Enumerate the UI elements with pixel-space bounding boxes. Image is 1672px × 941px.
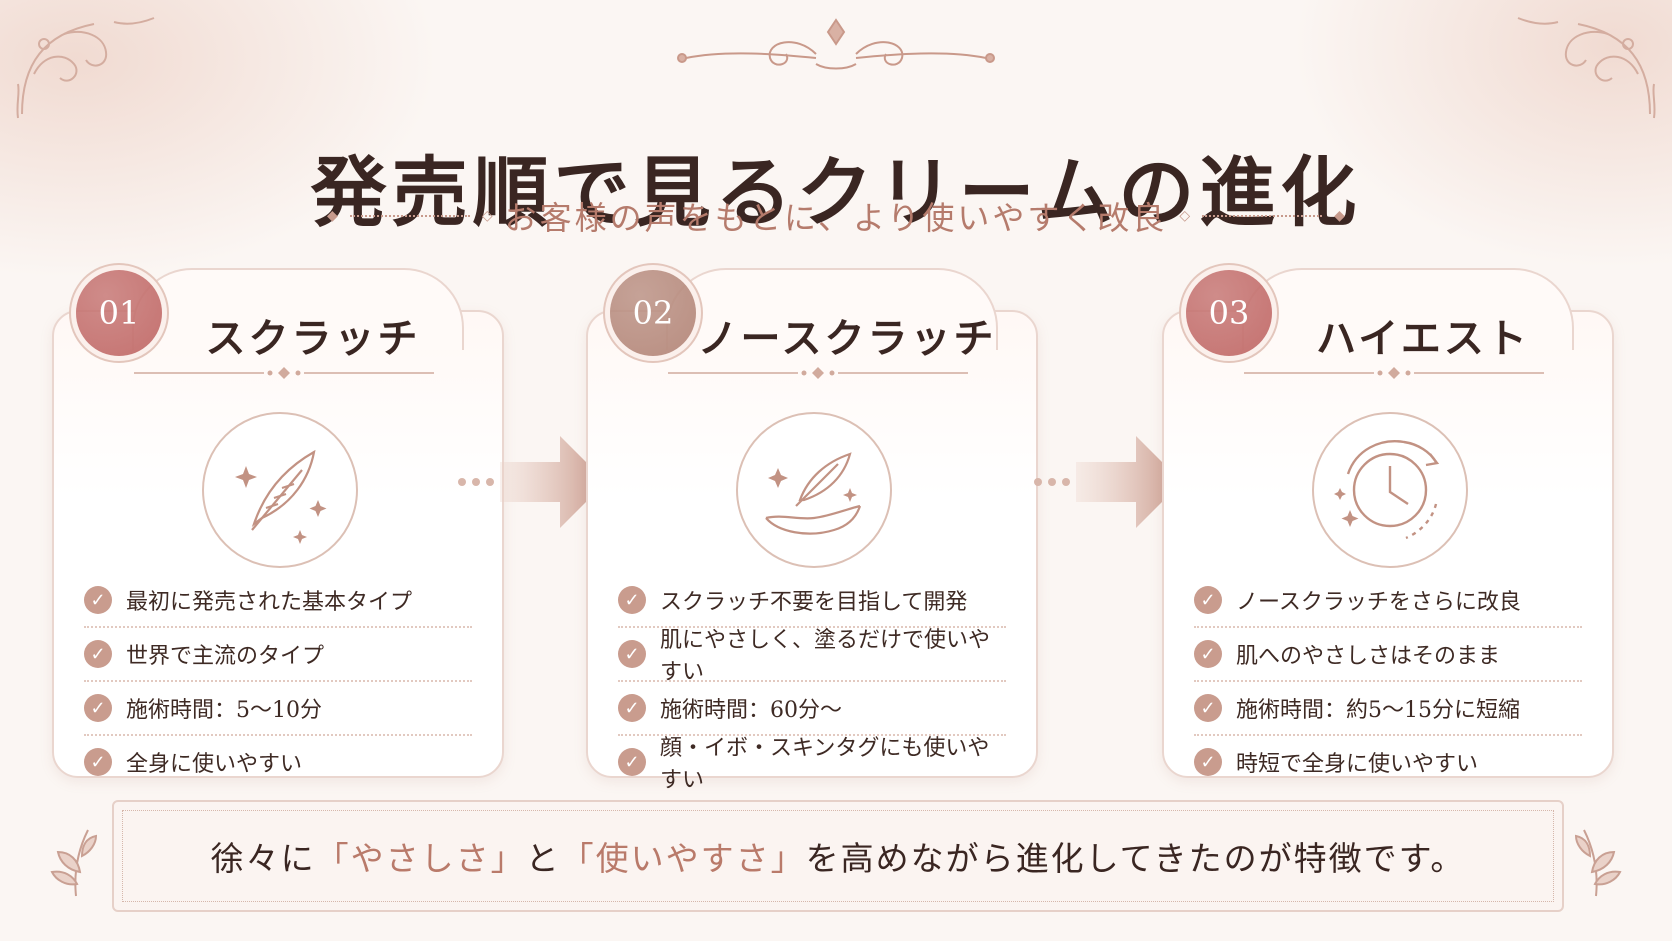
feature-text: スクラッチ不要を目指して開発 bbox=[660, 590, 968, 615]
feature-item: ✓ 全身に使いやすい bbox=[84, 736, 472, 788]
feature-item: ✓ 肌へのやさしさはそのまま bbox=[1194, 628, 1582, 682]
arrow-right-icon bbox=[458, 436, 606, 528]
feature-text: 時短で全身に使いやすい bbox=[1236, 752, 1479, 777]
check-icon: ✓ bbox=[84, 586, 112, 614]
divider-line bbox=[1202, 215, 1323, 217]
feature-text: 施術時間：約5〜15分に短縮 bbox=[1236, 698, 1520, 723]
feather-sparkle-icon bbox=[202, 412, 358, 568]
feature-text: 肌にやさしく、塗るだけで使いやすい bbox=[660, 628, 991, 685]
feature-list: ✓ 最初に発売された基本タイプ ✓ 世界で主流のタイプ ✓ 施術時間：5〜10分 ✓ 全… bbox=[84, 574, 472, 788]
check-icon: ✓ bbox=[618, 640, 646, 668]
check-icon: ✓ bbox=[618, 586, 646, 614]
page-subtitle: お客様の声をもとに、より使いやすく改良 bbox=[504, 199, 1168, 237]
summary-highlight: 「やさしさ」 bbox=[315, 839, 526, 878]
subtitle-row: ◆ ◇ お客様の声をもとに、より使いやすく改良 ◇ ◆ bbox=[0, 196, 1672, 237]
feature-text: 世界で主流のタイプ bbox=[126, 644, 325, 669]
feature-text: 施術時間：5〜10分 bbox=[126, 698, 322, 723]
summary-text: 徐々に「やさしさ」と「使いやすさ」を高めながら進化してきたのが特徴です。 bbox=[211, 832, 1466, 880]
check-icon: ✓ bbox=[84, 694, 112, 722]
check-icon: ✓ bbox=[1194, 640, 1222, 668]
feature-item: ✓ スクラッチ不要を目指して開発 bbox=[618, 574, 1006, 628]
ornament-divider-icon bbox=[134, 367, 434, 379]
feature-item: ✓ 顔・イボ・スキンタグにも使いやすい bbox=[618, 736, 1006, 793]
summary-highlight: 「使いやすさ」 bbox=[560, 839, 806, 878]
step-number-badge: 01 bbox=[76, 270, 162, 356]
check-icon: ✓ bbox=[84, 640, 112, 668]
feature-item: ✓ 世界で主流のタイプ bbox=[84, 628, 472, 682]
arrow-right-icon bbox=[1034, 436, 1182, 528]
feature-list: ✓ スクラッチ不要を目指して開発 ✓ 肌にやさしく、塗るだけで使いやすい ✓ 施術時間… bbox=[618, 574, 1006, 793]
step-number-badge: 03 bbox=[1186, 270, 1272, 356]
feature-text: 最初に発売された基本タイプ bbox=[126, 590, 413, 615]
background-wash-left bbox=[0, 0, 440, 280]
feature-item: ✓ 施術時間：5〜10分 bbox=[84, 682, 472, 736]
summary-banner: 徐々に「やさしさ」と「使いやすさ」を高めながら進化してきたのが特徴です。 bbox=[112, 800, 1564, 912]
feature-text: 施術時間：60分〜 bbox=[660, 698, 842, 723]
check-icon: ✓ bbox=[618, 694, 646, 722]
clock-icon bbox=[1312, 412, 1468, 568]
top-flourish-icon bbox=[677, 18, 995, 70]
corner-flourish-icon bbox=[1517, 17, 1656, 119]
feature-item: ✓ 時短で全身に使いやすい bbox=[1194, 736, 1582, 788]
feather-hand-icon bbox=[736, 412, 892, 568]
feature-item: ✓ 肌にやさしく、塗るだけで使いやすい bbox=[618, 628, 1006, 685]
check-icon: ✓ bbox=[84, 748, 112, 776]
check-icon: ✓ bbox=[1194, 748, 1222, 776]
feature-list: ✓ ノースクラッチをさらに改良 ✓ 肌へのやさしさはそのまま ✓ 施術時間：約5〜15… bbox=[1194, 574, 1582, 788]
feature-text: 顔・イボ・スキンタグにも使いやすい bbox=[660, 736, 990, 793]
feature-text: 全身に使いやすい bbox=[126, 752, 303, 777]
divider-line bbox=[349, 215, 470, 217]
check-icon: ✓ bbox=[1194, 586, 1222, 614]
leaf-sprig-icon bbox=[1574, 829, 1622, 897]
card-title: ハイエスト bbox=[1316, 315, 1530, 362]
step-number-badge: 02 bbox=[610, 270, 696, 356]
diamond-icon: ◇ bbox=[1179, 208, 1191, 224]
feature-item: ✓ 最初に発売された基本タイプ bbox=[84, 574, 472, 628]
ornament-divider-icon bbox=[668, 367, 968, 379]
feature-item: ✓ 施術時間：60分〜 bbox=[618, 682, 1006, 736]
step-card-2: 02 ノースクラッチ ✓スクラッチ不要を目 bbox=[586, 268, 1038, 793]
check-icon: ✓ bbox=[618, 748, 646, 776]
feature-item: ✓ 施術時間：約5〜15分に短縮 bbox=[1194, 682, 1582, 736]
summary-part: を高めながら進化してきたのが特徴です。 bbox=[805, 839, 1466, 878]
feature-text: 肌へのやさしさはそのまま bbox=[1236, 644, 1501, 669]
feature-text: ノースクラッチをさらに改良 bbox=[1236, 590, 1521, 615]
card-title: スクラッチ bbox=[205, 315, 421, 362]
step-card-3: 03 ハイエスト ✓ bbox=[1162, 268, 1614, 778]
leaf-sprig-icon bbox=[50, 829, 98, 897]
diamond-icon: ◆ bbox=[327, 208, 338, 224]
feature-item: ✓ ノースクラッチをさらに改良 bbox=[1194, 574, 1582, 628]
summary-part: 徐々に bbox=[210, 839, 316, 878]
diamond-icon: ◆ bbox=[1334, 208, 1345, 224]
summary-part: と bbox=[525, 839, 561, 878]
check-icon: ✓ bbox=[1194, 694, 1222, 722]
card-title: ノースクラッチ bbox=[697, 315, 997, 362]
step-card-1: 01 スクラッチ ✓最初に発売された基本タ bbox=[52, 268, 504, 778]
corner-flourish-icon bbox=[16, 17, 155, 119]
diamond-icon: ◇ bbox=[481, 208, 493, 224]
page-title: 発売順で見るクリームの進化 bbox=[310, 147, 1362, 237]
background-wash-right bbox=[1292, 0, 1672, 270]
ornament-divider-icon bbox=[1244, 367, 1544, 379]
